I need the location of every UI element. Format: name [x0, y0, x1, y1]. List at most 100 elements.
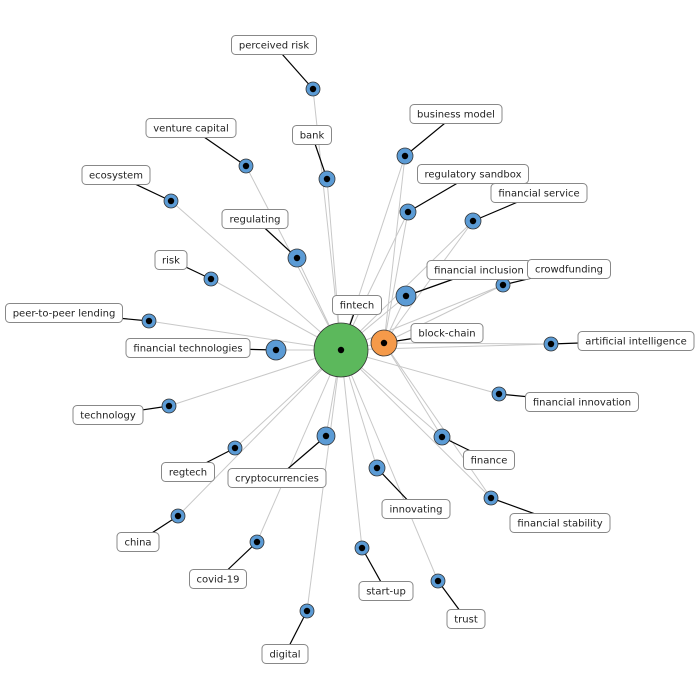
label-digital: digital [261, 644, 309, 664]
node-center-dot-crowdfunding [499, 281, 507, 289]
edge-fintech-covid-19 [256, 349, 342, 543]
label-fintech: fintech [332, 295, 382, 315]
label-box-fintech [332, 295, 382, 315]
label-text-regtech: regtech [169, 468, 207, 479]
label-box-regulating [221, 209, 289, 229]
edge-fintech-bank [326, 178, 342, 351]
node-center-dot-ecosystem [167, 197, 175, 205]
label-block-chain: block-chain [410, 323, 484, 343]
label-perceived-risk: perceived risk [231, 35, 317, 55]
label-box-cryptocurrencies [227, 468, 327, 488]
node-center-dot-financial-stability [487, 494, 495, 502]
node-center-dot-start-up [358, 544, 366, 552]
edge-block-chain-financial-service [383, 220, 474, 344]
label-box-perceived-risk [231, 35, 317, 55]
label-box-crowdfunding [527, 259, 611, 279]
node-center-dot-innovating [373, 464, 381, 472]
label-box-finance [463, 450, 515, 470]
label-box-technology [72, 405, 144, 425]
label-box-financial-stability [509, 513, 611, 533]
node-center-dot-peer-to-peer-lending [145, 317, 153, 325]
label-box-risk [154, 250, 188, 270]
label-text-technology: technology [80, 411, 136, 422]
node-center-dot-risk [207, 275, 215, 283]
node-center-dot-regulating [293, 254, 301, 262]
label-box-financial-innovation [525, 392, 639, 412]
label-peer-to-peer-lending: peer-to-peer lending [5, 303, 123, 323]
label-box-ecosystem [81, 165, 151, 185]
node-center-dot-cryptocurrencies [322, 432, 330, 440]
label-text-financial-stability: financial stability [517, 519, 602, 530]
label-financial-inclusion: financial inclusion [426, 260, 532, 280]
label-text-perceived-risk: perceived risk [239, 41, 310, 52]
label-text-start-up: start-up [366, 587, 406, 598]
label-box-peer-to-peer-lending [5, 303, 123, 323]
label-box-block-chain [410, 323, 484, 343]
label-artificial-intelligence: artificial intelligence [577, 331, 695, 351]
edge-fintech-business-model [340, 155, 406, 351]
label-risk: risk [154, 250, 188, 270]
edge-block-chain-finance [383, 342, 443, 438]
label-business-model: business model [409, 104, 503, 124]
label-box-digital [261, 644, 309, 664]
label-text-trust: trust [454, 615, 478, 626]
label-text-financial-technologies: financial technologies [133, 344, 242, 355]
node-center-dot-artificial-intelligence [547, 340, 555, 348]
label-text-bank: bank [300, 131, 325, 142]
label-finance: finance [463, 450, 515, 470]
labels-layer: fintech block-chain perceived risk bank busi… [5, 35, 695, 664]
node-center-dot-business-model [401, 152, 409, 160]
node-center-dot-trust [434, 577, 442, 585]
label-covid-19: covid-19 [189, 569, 247, 589]
label-text-artificial-intelligence: artificial intelligence [585, 337, 687, 348]
label-text-venture-capital: venture capital [153, 124, 228, 135]
label-box-start-up [358, 581, 414, 601]
label-box-financial-service [490, 183, 588, 203]
label-box-business-model [409, 104, 503, 124]
node-center-dot-digital [303, 607, 311, 615]
label-box-artificial-intelligence [577, 331, 695, 351]
label-regulatory-sandbox: regulatory sandbox [417, 164, 529, 184]
label-innovating: innovating [381, 499, 451, 519]
label-text-crowdfunding: crowdfunding [535, 265, 603, 276]
label-box-covid-19 [189, 569, 247, 589]
edge-fintech-trust [340, 349, 439, 582]
node-center-dot-bank [323, 175, 331, 183]
label-box-regtech [161, 462, 215, 482]
label-box-venture-capital [145, 118, 237, 138]
node-center-dot-financial-innovation [495, 390, 503, 398]
label-text-regulating: regulating [229, 215, 280, 226]
node-center-dot-covid-19 [253, 538, 261, 546]
label-text-cryptocurrencies: cryptocurrencies [235, 474, 319, 485]
edge-block-chain-artificial-intelligence [383, 342, 552, 345]
label-text-peer-to-peer-lending: peer-to-peer lending [13, 309, 116, 320]
node-center-dot-china [174, 512, 182, 520]
node-center-dot-financial-service [469, 217, 477, 225]
label-text-digital: digital [269, 650, 300, 661]
edge-fintech-technology [168, 349, 342, 407]
edge-block-chain-financial-stability [383, 342, 492, 499]
edge-block-chain-business-model [383, 155, 406, 344]
label-text-ecosystem: ecosystem [89, 171, 143, 182]
label-regtech: regtech [161, 462, 215, 482]
node-center-dot-block-chain [380, 339, 388, 347]
label-regulating: regulating [221, 209, 289, 229]
edge-fintech-financial-service [340, 220, 474, 351]
label-text-finance: finance [471, 456, 508, 467]
label-box-innovating [381, 499, 451, 519]
edge-fintech-peer-to-peer-lending [148, 320, 342, 351]
label-text-financial-service: financial service [498, 189, 579, 200]
node-center-dot-financial-technologies [272, 346, 280, 354]
label-financial-service: financial service [490, 183, 588, 203]
label-text-business-model: business model [417, 110, 495, 121]
edge-fintech-china [177, 349, 342, 517]
label-financial-technologies: financial technologies [125, 338, 251, 358]
label-text-regulatory-sandbox: regulatory sandbox [425, 170, 522, 181]
edge-fintech-financial-stability [340, 349, 492, 499]
label-box-regulatory-sandbox [417, 164, 529, 184]
label-financial-stability: financial stability [509, 513, 611, 533]
label-box-financial-technologies [125, 338, 251, 358]
label-text-financial-innovation: financial innovation [533, 398, 631, 409]
node-center-dot-technology [165, 402, 173, 410]
